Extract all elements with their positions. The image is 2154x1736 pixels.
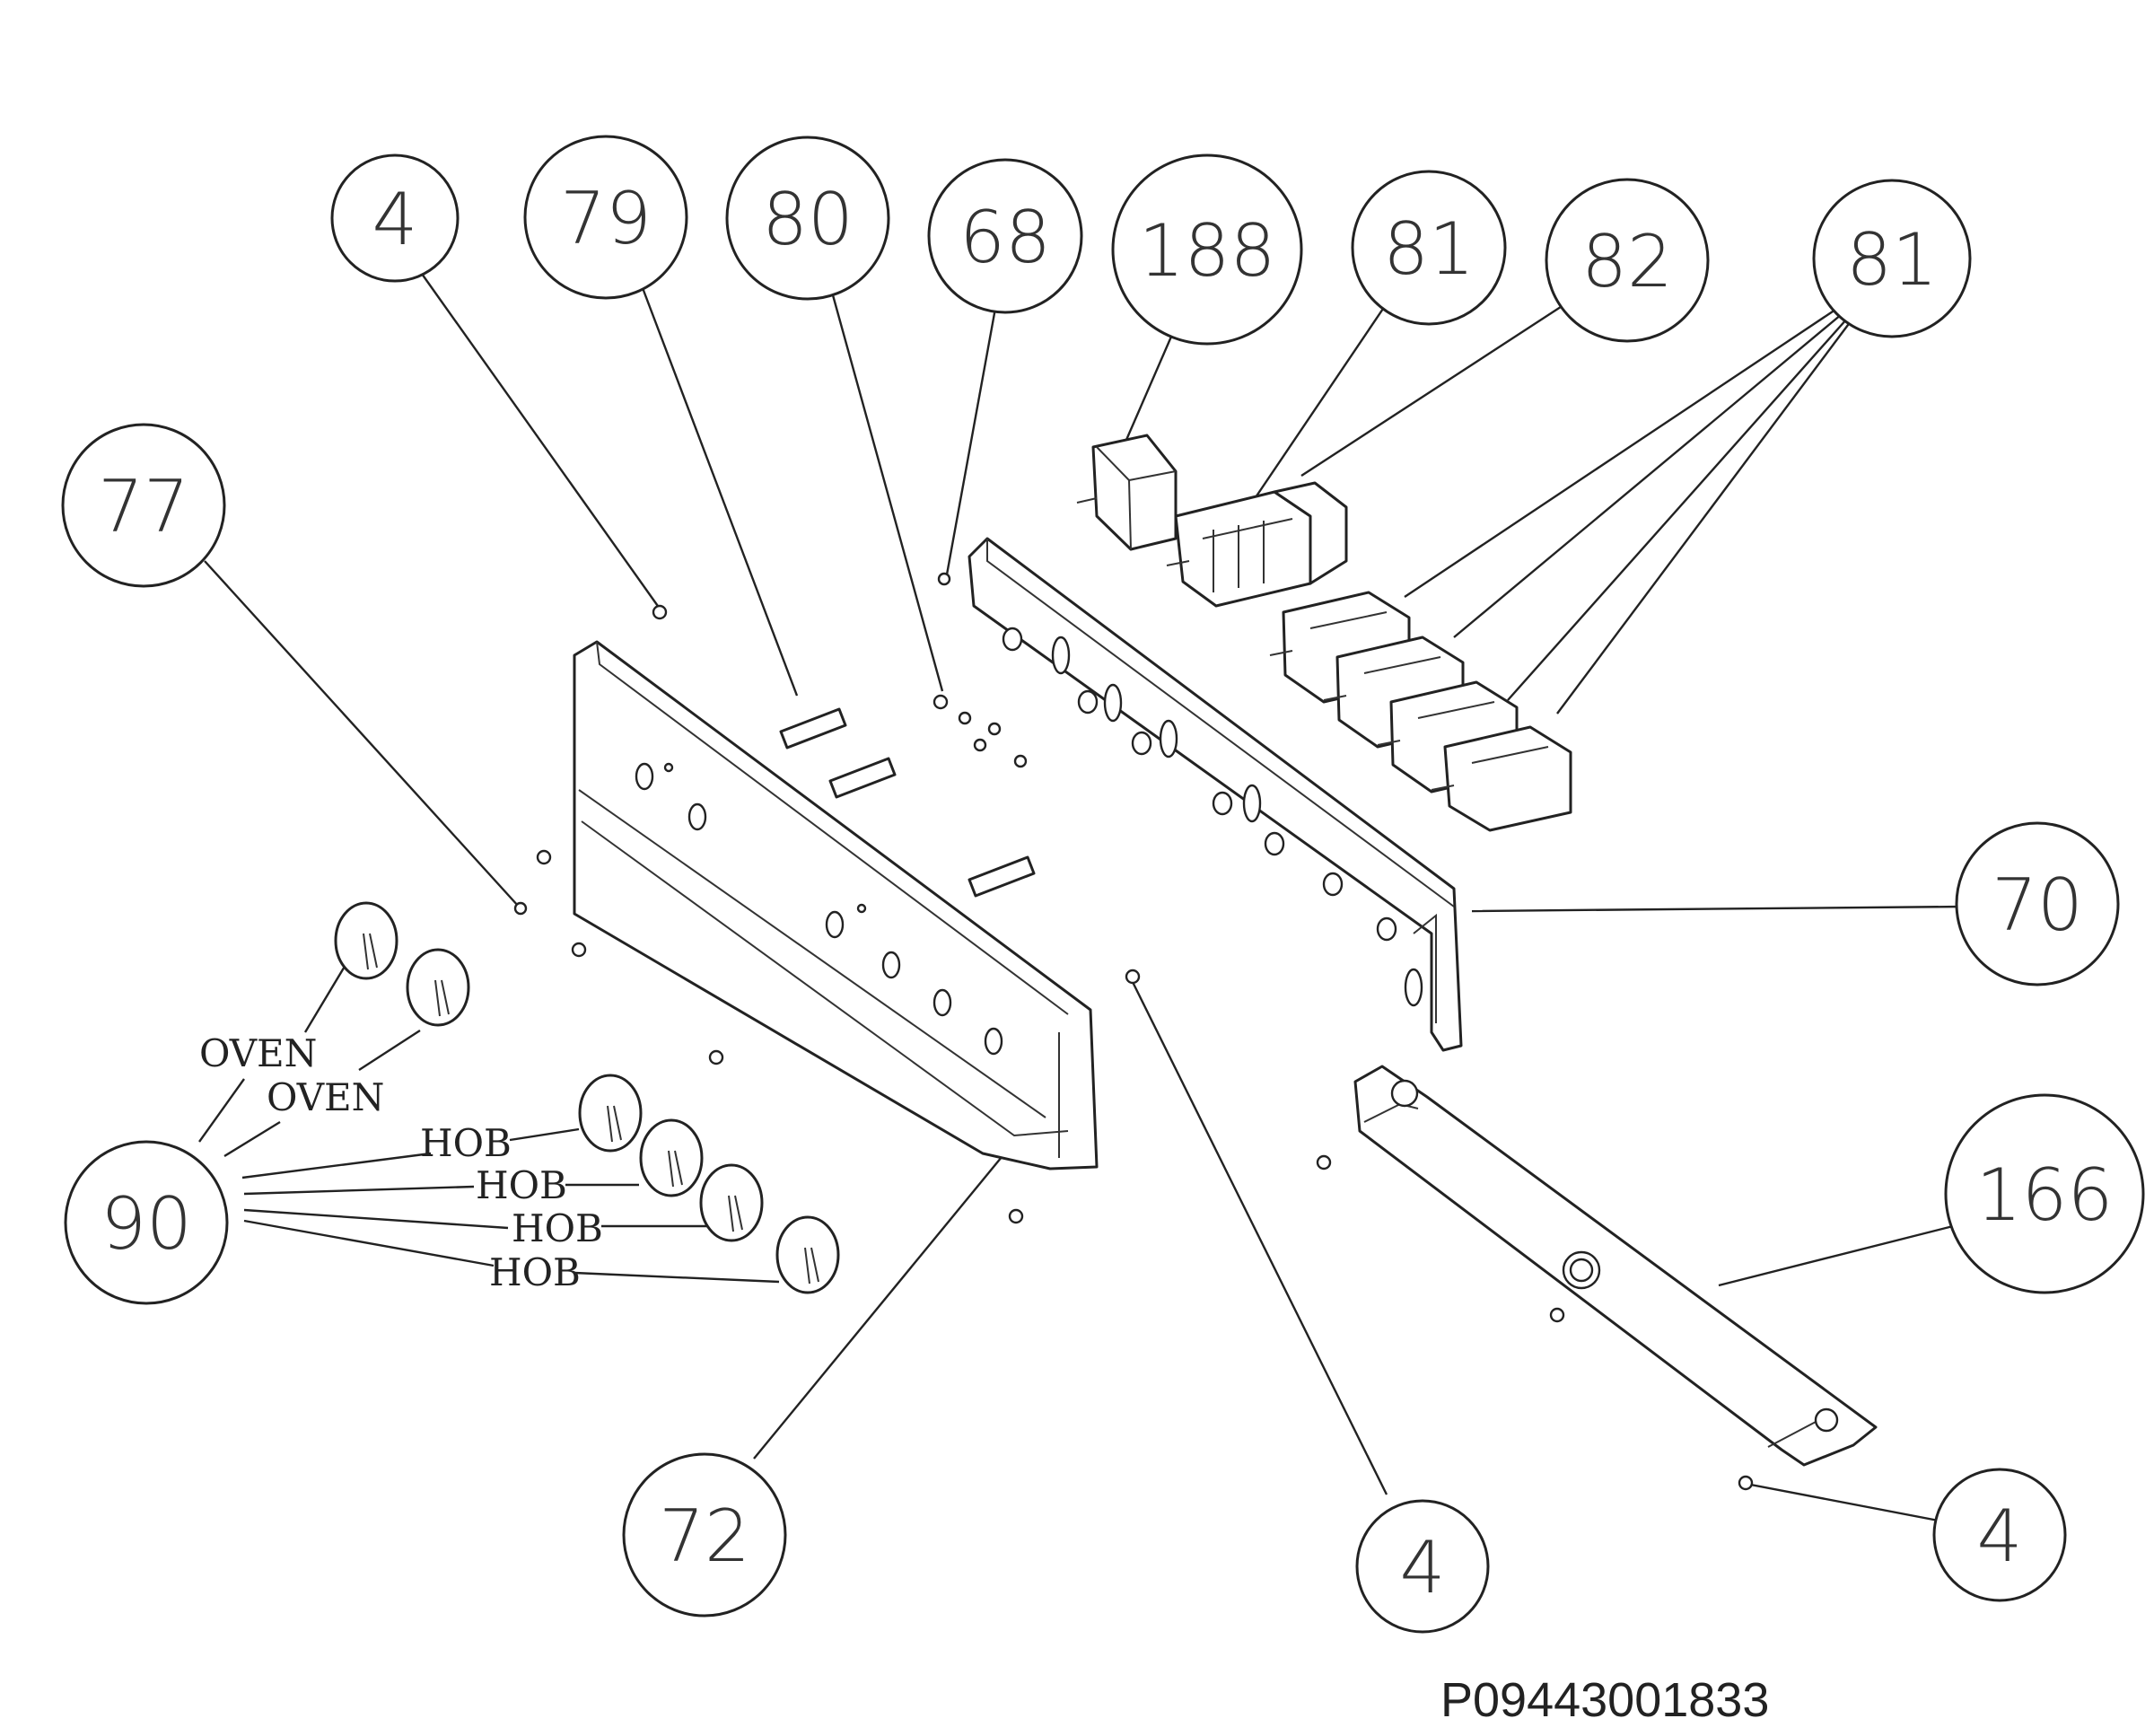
regulator-upper-pair [1166, 481, 1348, 608]
callout-number: 80 [762, 178, 854, 261]
callout-balloon: 72 [622, 1452, 787, 1618]
knob-label-hob-4: HOB [489, 1250, 581, 1294]
screws [513, 572, 1754, 1491]
callout-number: 82 [1581, 220, 1673, 303]
bottom-bracket [1353, 1065, 1878, 1467]
callout-balloon: 4 [1932, 1468, 2067, 1602]
knob-label-oven-2: OVEN [267, 1075, 384, 1119]
callout-number: 72 [659, 1495, 750, 1578]
callout-number: 81 [1383, 207, 1475, 291]
knob-label-hob-1: HOB [420, 1121, 512, 1165]
callout-balloon: 90 [64, 1140, 229, 1305]
callout-balloon: 68 [927, 158, 1083, 314]
callout-balloon: 80 [725, 136, 890, 301]
callout-balloon: 188 [1111, 153, 1303, 346]
callout-number: 90 [101, 1182, 192, 1266]
callout-number: 4 [1400, 1526, 1446, 1609]
callout-number: 77 [98, 465, 189, 548]
callout-balloon: 4 [1355, 1499, 1490, 1634]
knob-label-hob-3: HOB [512, 1206, 603, 1250]
callout-balloon: 82 [1545, 178, 1710, 343]
callout-number: 70 [1992, 864, 2083, 947]
callout-number: 79 [560, 177, 652, 260]
rear-bracket [968, 537, 1463, 1052]
callout-number: 188 [1139, 209, 1276, 293]
callout-balloon: 81 [1351, 170, 1507, 326]
knob-label-oven-1: OVEN [199, 1031, 317, 1075]
callout-number: 4 [372, 178, 418, 261]
callout-number: 68 [959, 196, 1051, 279]
callout-balloon: 4 [330, 153, 460, 283]
callout-balloon: 79 [523, 135, 688, 300]
callout-number: 166 [1976, 1153, 2114, 1237]
callouts: 4 79 80 68 188 81 82 81 [61, 135, 2145, 1634]
knob-labels: OVEN OVEN HOB HOB HOB HOB [199, 1031, 603, 1294]
drawing-code: P09443001833 [1440, 1673, 1769, 1727]
knob-label-hob-2: HOB [476, 1163, 567, 1207]
callout-balloon: 77 [61, 423, 226, 588]
regulator-stack [1269, 591, 1572, 832]
callout-number: 4 [1977, 1495, 2023, 1578]
callout-balloon: 70 [1955, 821, 2120, 986]
leader-lines [198, 273, 1965, 1523]
callout-number: 81 [1846, 218, 1938, 302]
callout-balloon: 166 [1944, 1093, 2145, 1294]
knobs [334, 901, 840, 1294]
callout-balloon: 81 [1812, 179, 1972, 338]
spacers [779, 707, 1036, 898]
front-control-panel [573, 640, 1099, 1170]
switch-box [1076, 434, 1178, 551]
